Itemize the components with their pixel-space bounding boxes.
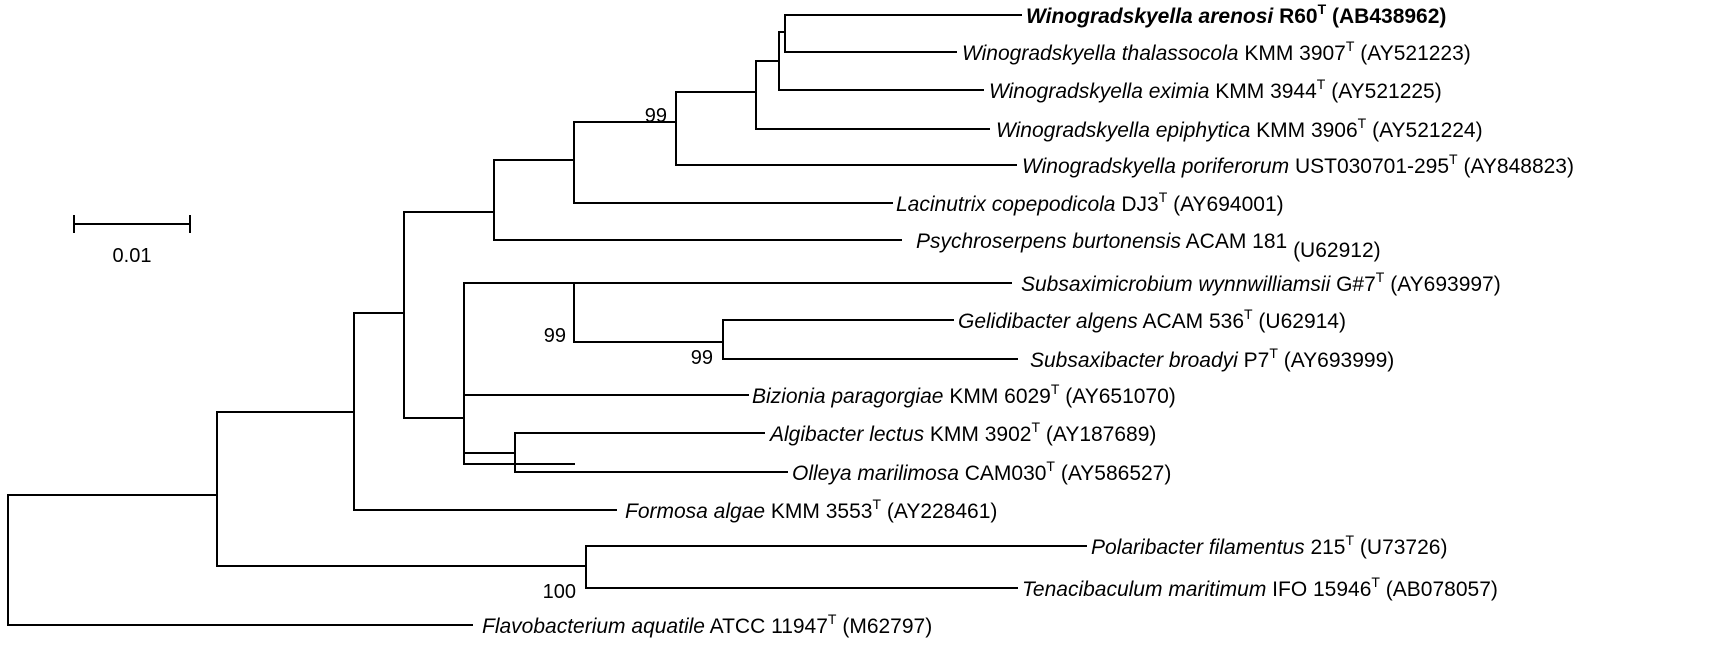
taxon-labels: Winogradskyella arenosi R60T (AB438962) … (482, 1, 1574, 638)
scale-bar: 0.01 (73, 215, 191, 267)
taxon-label: Polaribacter filamentus 215T (U73726) (1091, 532, 1447, 559)
taxon-label: Flavobacterium aquatile ATCC 11947T (M62… (482, 611, 932, 638)
bootstrap-value: 99 (645, 105, 667, 127)
bootstrap-value: 100 (543, 581, 576, 603)
taxon-label: Winogradskyella arenosi R60T (AB438962) (1026, 1, 1446, 28)
taxon-label: Psychroserpens burtonensis ACAM 181 (U62… (916, 230, 1381, 262)
taxon-label: Bizionia paragorgiae KMM 6029T (AY651070… (752, 381, 1176, 408)
bootstrap-values: 99 99 99 100 (543, 105, 713, 603)
bootstrap-value: 99 (544, 325, 566, 347)
taxon-label: Lacinutrix copepodicola DJ3T (AY694001) (896, 189, 1284, 216)
taxon-label: Winogradskyella epiphytica KMM 3906T (AY… (996, 115, 1483, 142)
taxon-label: Subsaximicrobium wynnwilliamsii G#7T (AY… (1021, 269, 1501, 296)
taxon-label: Winogradskyella eximia KMM 3944T (AY5212… (989, 76, 1442, 103)
taxon-label: Winogradskyella poriferorum UST030701-29… (1022, 151, 1574, 178)
scale-bar-label: 0.01 (113, 245, 152, 267)
bootstrap-value: 99 (691, 347, 713, 369)
taxon-label: Gelidibacter algens ACAM 536T (U62914) (958, 306, 1346, 333)
taxon-label: Algibacter lectus KMM 3902T (AY187689) (768, 419, 1156, 446)
taxon-label: Tenacibaculum maritimum IFO 15946T (AB07… (1022, 574, 1498, 601)
taxon-label: Winogradskyella thalassocola KMM 3907T (… (962, 38, 1471, 65)
tree-branches (7, 14, 1087, 626)
taxon-label: Olleya marilimosa CAM030T (AY586527) (792, 458, 1171, 485)
taxon-label: Formosa algae KMM 3553T (AY228461) (625, 496, 997, 523)
taxon-label: Subsaxibacter broadyi P7T (AY693999) (1030, 345, 1394, 372)
